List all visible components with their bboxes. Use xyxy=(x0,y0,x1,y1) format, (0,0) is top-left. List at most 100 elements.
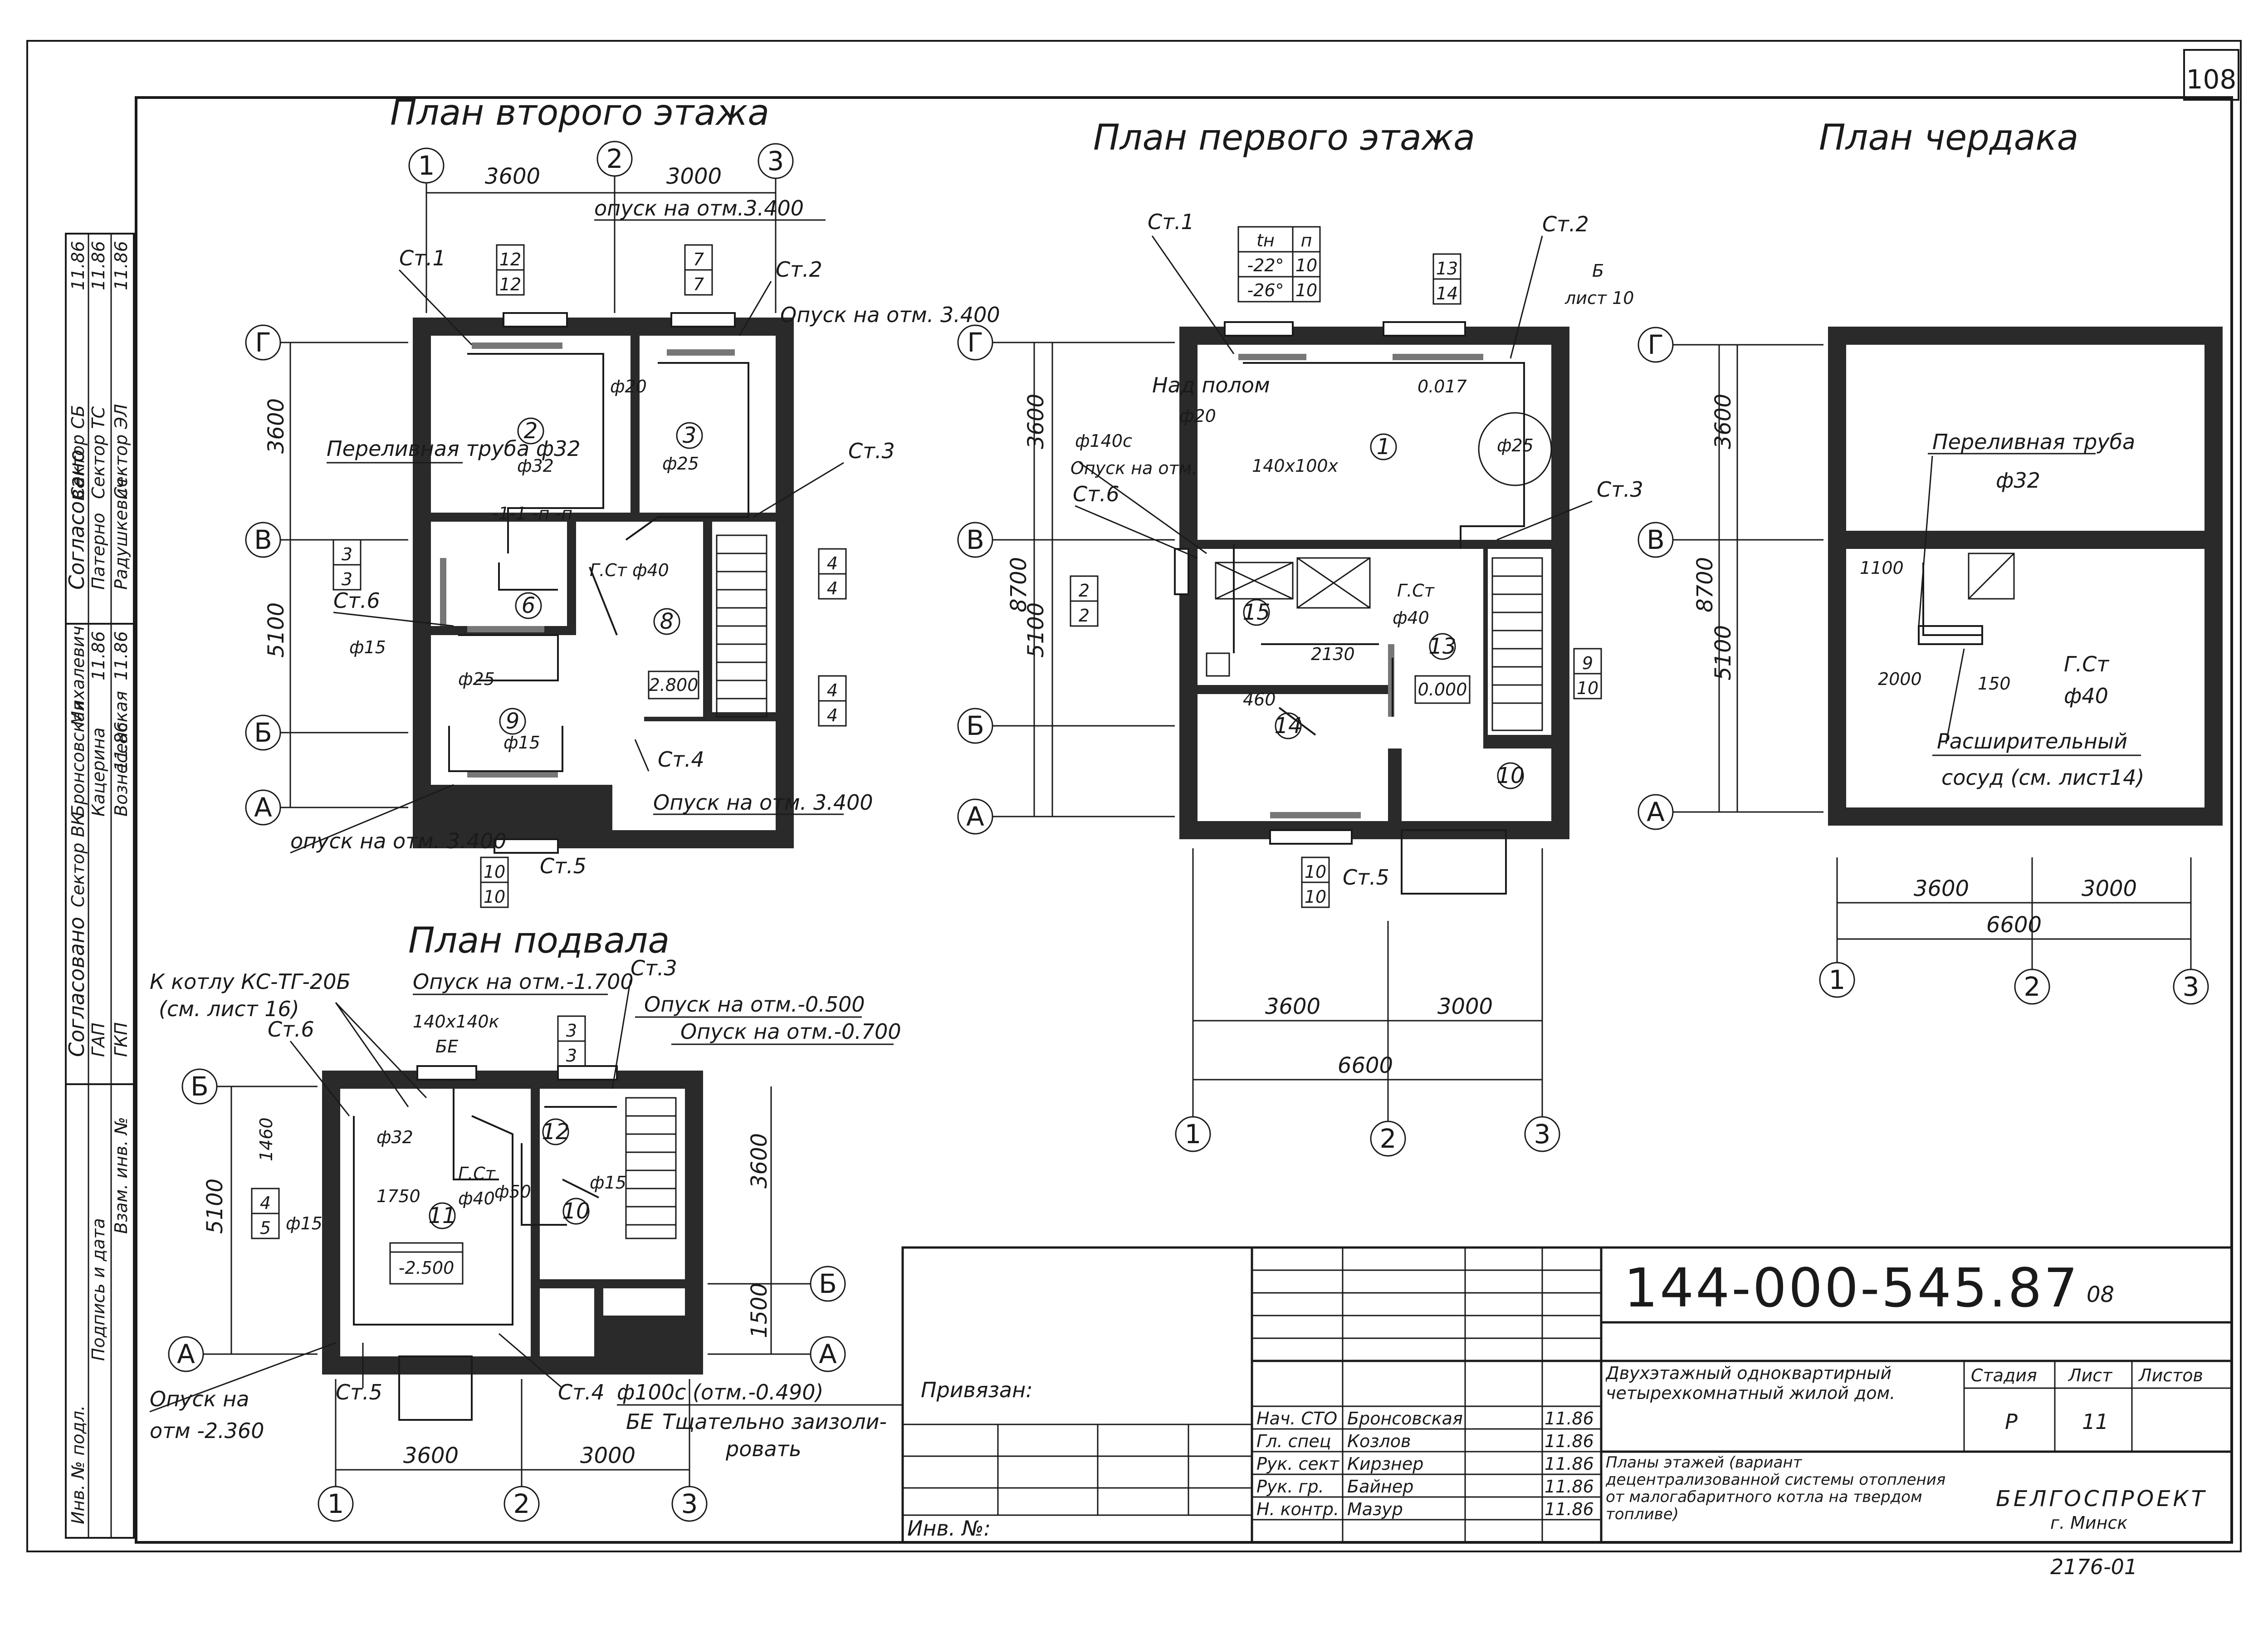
pipe-dia: ф20 xyxy=(610,377,647,396)
stamp-row: Сектор ЭЛ xyxy=(111,404,131,499)
dimension: 3600 xyxy=(485,164,540,189)
pipe-dia: ф32 xyxy=(517,456,554,476)
sheet-value: 11 xyxy=(2082,1409,2109,1434)
axis-label: А xyxy=(966,801,984,832)
dimension: 8700 xyxy=(1006,557,1031,612)
stamp-row: Патерно xyxy=(88,513,108,590)
tick: 4 xyxy=(827,578,838,598)
room-number: 2 xyxy=(524,418,538,444)
dimension: 5100 xyxy=(1023,602,1049,658)
axis-label: 3 xyxy=(681,1488,698,1519)
plan-title: План второго этажа xyxy=(390,93,769,133)
stamp-date: 11.86 xyxy=(111,631,131,680)
axis-label: 2 xyxy=(606,143,623,174)
note: -1-1 -п -п xyxy=(492,504,572,523)
pipe-dia: ф15 xyxy=(503,733,540,753)
room-number: 13 xyxy=(1428,634,1456,659)
room-number: 6 xyxy=(522,593,536,618)
dimension: 1500 xyxy=(747,1283,772,1338)
riser-label: Ст.6 xyxy=(333,588,380,613)
riser-label: Ст.5 xyxy=(540,854,587,878)
dimension: 1750 xyxy=(376,1186,420,1206)
tick: 10 xyxy=(1577,678,1598,698)
tick: 7 xyxy=(693,250,704,269)
stamp-row: Кацерина xyxy=(88,728,108,817)
note: Опуск на отм.-0.700 xyxy=(680,1019,901,1044)
dimension: 3000 xyxy=(2082,876,2137,901)
room-number: 15 xyxy=(1242,600,1270,625)
dimension: 3000 xyxy=(580,1443,635,1468)
stamp-row: ГКП xyxy=(111,1022,131,1057)
side-stamp: Согласовано Патерно Радушкевич 11.86 11.… xyxy=(64,233,135,1539)
role-date: 11.86 xyxy=(1545,1477,1594,1497)
stamp-row: Михалевич xyxy=(68,626,88,726)
riser-label: Ст.3 xyxy=(848,439,895,463)
pipe-dia: ф25 xyxy=(458,669,495,689)
room-number: 1 xyxy=(1377,434,1391,460)
axis-label: 2 xyxy=(2024,971,2041,1002)
tick: 5 xyxy=(260,1218,271,1238)
role-title: Нач. СТО xyxy=(1256,1409,1337,1429)
note: (см. лист 16) xyxy=(159,997,299,1021)
note: лист 10 xyxy=(1564,288,1634,308)
axis-label: 1 xyxy=(1185,1119,1202,1150)
dimension: 3000 xyxy=(1437,994,1493,1019)
axis-label: 1 xyxy=(1829,964,1846,995)
stage-label: Стадия xyxy=(1971,1365,2037,1385)
table-cell: 10 xyxy=(1295,280,1317,300)
riser-label: Ст.3 xyxy=(631,956,677,980)
axis-label: 2 xyxy=(1380,1123,1397,1154)
stamp-col: Инв. № подл. xyxy=(68,1405,88,1524)
inv-label: Инв. №: xyxy=(907,1516,991,1541)
axis-label: В xyxy=(966,524,984,555)
org-name: БЕЛГОСПРОЕКТ xyxy=(1996,1486,2207,1512)
note: опуск на отм. 3.400 xyxy=(290,829,507,853)
table-cell: п xyxy=(1301,230,1312,250)
note: БЕ xyxy=(626,1409,654,1434)
level-mark: 2.800 xyxy=(649,675,699,695)
stage-value: Р xyxy=(2005,1409,2018,1434)
axis-label: Б xyxy=(191,1071,209,1102)
riser-label: Ст.6 xyxy=(268,1017,314,1042)
riser-label: Ст.2 xyxy=(1542,212,1589,236)
axis-label: Г xyxy=(255,327,271,358)
role-date: 11.86 xyxy=(1545,1454,1594,1474)
dimension: 5100 xyxy=(1711,625,1736,680)
tick: 2 xyxy=(1079,606,1090,626)
drawing-code: 144-000-545.87 xyxy=(1624,1257,2080,1319)
stamp-date: 11.86 xyxy=(111,241,131,290)
tick: 4 xyxy=(827,680,838,700)
note: Переливная труба xyxy=(1932,430,2135,454)
pipe-dia: ф15 xyxy=(590,1173,626,1193)
stamp-col: Подпись и дата xyxy=(88,1218,108,1361)
note: Над полом xyxy=(1152,373,1270,397)
dimension: 1100 xyxy=(1860,558,1904,578)
note: Опуск на отм. xyxy=(1070,458,1198,478)
room-number: 8 xyxy=(660,609,674,634)
note: Г.Ст xyxy=(458,1164,496,1184)
axis-label: В xyxy=(254,524,272,555)
room-number: 10 xyxy=(1496,763,1524,788)
room-number: 10 xyxy=(562,1199,590,1224)
axis-label: А xyxy=(819,1339,837,1370)
pipe-dia: ф20 xyxy=(1179,406,1216,426)
role-title: Н. контр. xyxy=(1256,1499,1339,1519)
axis-label: А xyxy=(177,1339,195,1370)
riser-label: Ст.2 xyxy=(776,257,822,282)
role-title: Рук. сект xyxy=(1256,1454,1340,1474)
note: ф100с (отм.-0.490) xyxy=(617,1380,824,1404)
tick: 2 xyxy=(1079,581,1090,601)
dimension: 1460 xyxy=(256,1117,276,1161)
tick: 10 xyxy=(484,887,505,907)
axis-label: 2 xyxy=(513,1488,530,1519)
riser-label: Ст.3 xyxy=(1597,477,1643,502)
tick: 14 xyxy=(1436,284,1458,303)
dimension: 3600 xyxy=(1711,394,1736,449)
axis-label: 1 xyxy=(418,150,435,181)
riser-label: Ст.4 xyxy=(558,1380,605,1404)
axis-label: 3 xyxy=(767,146,784,176)
stamp-date: 11.86 xyxy=(88,631,108,680)
sheet-label: Лист xyxy=(2068,1365,2113,1385)
sheets-label: Листов xyxy=(2138,1365,2203,1385)
note: БЕ xyxy=(435,1037,458,1057)
